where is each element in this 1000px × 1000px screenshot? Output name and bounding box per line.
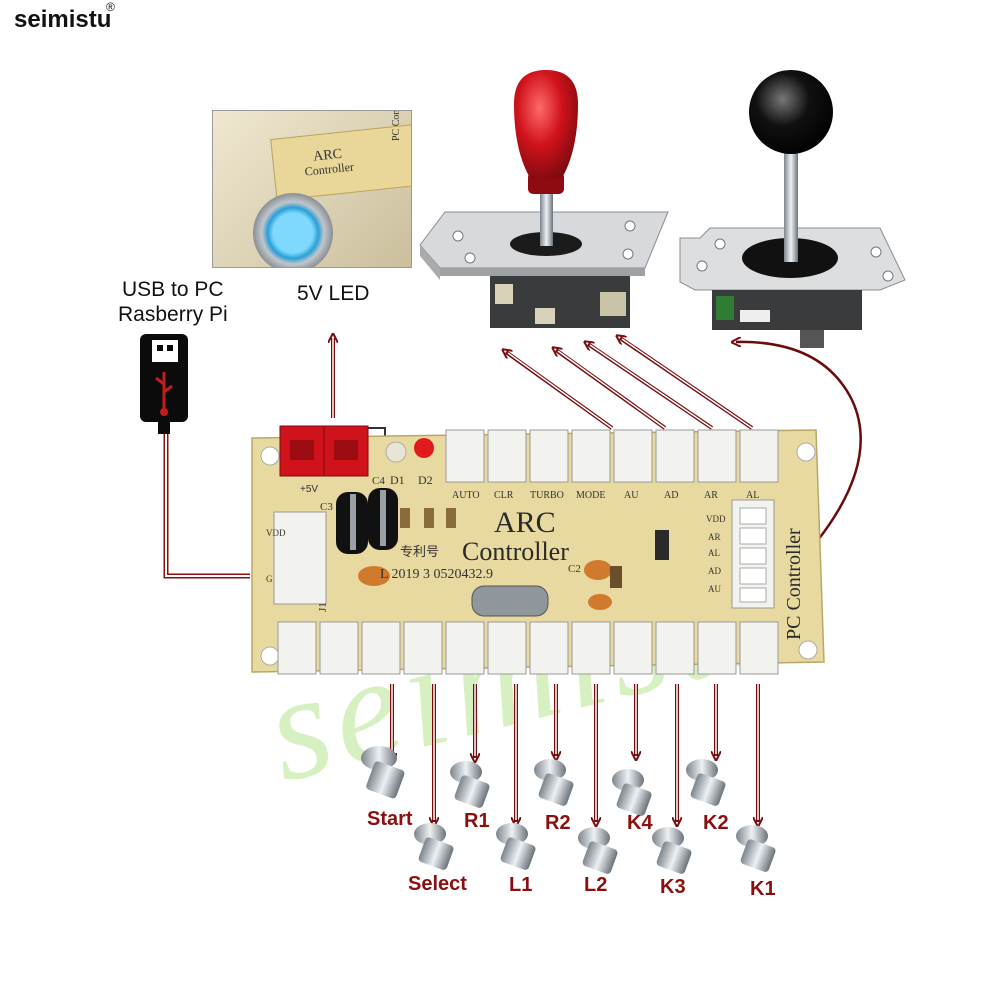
cap-label-c4: C4 xyxy=(372,475,385,487)
usb-label-line1: USB to PC xyxy=(122,278,224,301)
usb-cable xyxy=(163,434,250,579)
header-ad: AD xyxy=(664,490,678,501)
push-button-icons xyxy=(361,746,776,874)
button-label-k1: K1 xyxy=(750,878,776,900)
joystick-signal-arrows xyxy=(506,338,754,430)
button-label-k3: K3 xyxy=(660,876,686,898)
diode-label-d1: D1 xyxy=(390,473,405,487)
header-au: AU xyxy=(624,490,639,501)
registered-mark: ® xyxy=(106,0,115,14)
j1-label: J1 xyxy=(317,602,329,612)
top-connector-row xyxy=(445,429,779,483)
board-patent-number: L 2019 3 0520432.9 xyxy=(380,567,493,582)
button-label-k2: K2 xyxy=(703,812,729,834)
button-label-r2: R2 xyxy=(545,812,571,834)
button-label-k4: K4 xyxy=(627,812,653,834)
header-turbo: TURBO xyxy=(530,490,564,501)
side-pin-ar: AR xyxy=(708,532,721,542)
header-mode: MODE xyxy=(576,490,605,501)
header-clr: CLR xyxy=(494,490,514,501)
button-label-select: Select xyxy=(408,873,467,895)
board-title-controller: Controller xyxy=(462,537,569,566)
black-joystick-icon xyxy=(679,70,906,348)
arc-controller-board xyxy=(251,425,825,673)
bottom-connector-row xyxy=(277,621,779,675)
header-al: AL xyxy=(746,490,759,501)
power-label: +5V xyxy=(300,484,318,495)
cap-label-c2: C2 xyxy=(568,563,581,575)
board-title-arc: ARC xyxy=(494,506,556,539)
board-patent-label: 专利号 xyxy=(400,545,439,560)
button-label-l2: L2 xyxy=(584,874,608,896)
board-side-text: PC Controller xyxy=(783,528,805,640)
brand-logo: seimistu xyxy=(14,6,112,33)
header-ar: AR xyxy=(704,490,718,501)
led-button-photo: ARC Controller PC Controller xyxy=(212,110,412,268)
usb-plug-icon xyxy=(140,334,188,434)
side-pin-ad: AD xyxy=(708,566,721,576)
diode-label-d2: D2 xyxy=(418,473,433,487)
button-label-r1: R1 xyxy=(464,810,490,832)
left-pin-g: G xyxy=(266,574,273,584)
left-pin-vdd: VDD xyxy=(266,528,286,538)
button-label-start: Start xyxy=(367,808,413,830)
usb-label-line2: Rasberry Pi xyxy=(118,303,228,326)
red-joystick-icon xyxy=(419,70,669,328)
cap-label-c3: C3 xyxy=(320,501,333,513)
side-pin-au: AU xyxy=(708,584,721,594)
side-pin-vdd: VDD xyxy=(706,514,726,524)
header-auto: AUTO xyxy=(452,490,480,501)
side-connector-arrow xyxy=(736,342,862,541)
side-pin-al: AL xyxy=(708,548,720,558)
button-label-l1: L1 xyxy=(509,874,533,896)
led-label: 5V LED xyxy=(297,282,370,305)
led-button-icon xyxy=(253,193,333,267)
